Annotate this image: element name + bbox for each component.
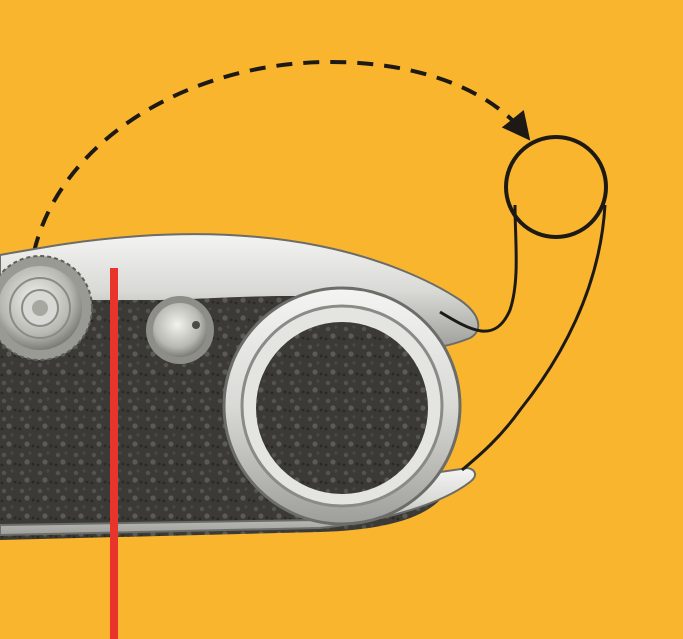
red-marker-line: [110, 268, 118, 639]
spool-chamber-icon: [224, 288, 460, 524]
small-knob-icon: [146, 296, 214, 364]
